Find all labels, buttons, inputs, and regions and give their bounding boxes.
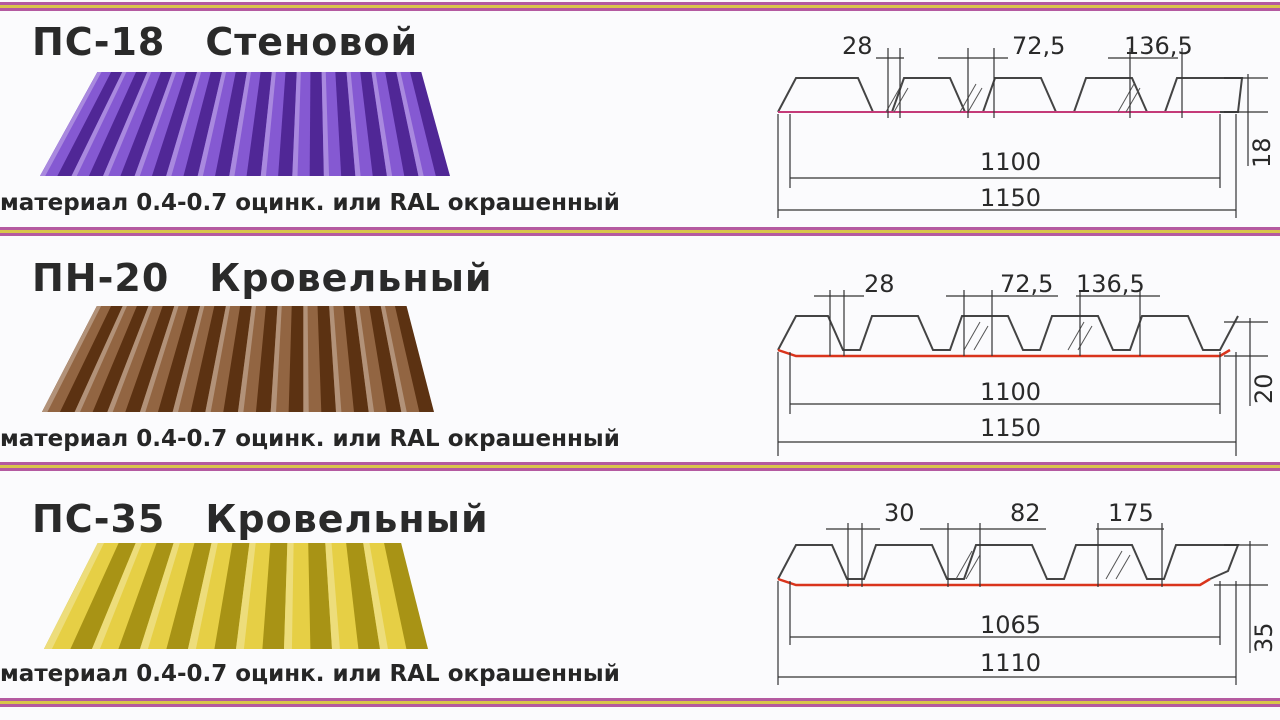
sheet-rib-highlight — [71, 72, 127, 176]
dim-useful-width: 1100 — [980, 148, 1041, 176]
profile-title: ПС-35 Кровельный — [32, 497, 489, 541]
profile-type: Стеновой — [205, 20, 419, 64]
profile-section-pn20: ПН-20 Кровельный материал 0.4-0.7 оцинк. … — [0, 236, 1280, 462]
sheet-rib-highlight — [166, 72, 202, 176]
dim-pitch: 175 — [1108, 499, 1154, 527]
dim-height: 20 — [1250, 373, 1278, 404]
profile-dimension-drawing: 28 72,5 136,5 1100 1150 20 — [777, 270, 1278, 456]
profile-title: ПН-20 Кровельный — [32, 256, 493, 300]
sheet-rib-highlight — [236, 543, 256, 649]
sheet-rib-highlight — [140, 306, 179, 412]
sheet-rib-highlight — [260, 72, 276, 176]
sheet-rib-highlight — [325, 543, 340, 649]
sheet-rib-highlight — [238, 306, 256, 412]
sheet-rib-highlight — [40, 72, 102, 176]
sheet-rib-highlight — [363, 543, 388, 649]
corrugated-sheet-image — [40, 72, 450, 176]
dim-step-mid: 82 — [1010, 499, 1041, 527]
sheet-rib-highlight — [205, 306, 231, 412]
sheet-rib-highlight — [303, 306, 309, 412]
dim-height: 18 — [1248, 137, 1276, 168]
dim-pitch: 136,5 — [1124, 32, 1193, 60]
divider-stripe — [0, 227, 1280, 236]
sheet-rib-highlight — [354, 306, 375, 412]
sheet-rib-highlight — [321, 72, 330, 176]
dim-height: 35 — [1250, 622, 1278, 653]
corrugated-sheet-image — [42, 306, 434, 412]
sheet-rib-highlight — [74, 306, 127, 412]
sheet-rib-highlight — [107, 306, 153, 412]
dim-total-width: 1110 — [980, 649, 1041, 677]
sheet-rib-highlight — [140, 543, 180, 649]
profile-dimension-drawing: 28 72,5 136,5 1100 1150 18 — [777, 32, 1276, 218]
dim-useful-width: 1065 — [980, 611, 1041, 639]
sheet-rib-highlight — [292, 72, 301, 176]
dim-pitch: 136,5 — [1076, 270, 1145, 298]
divider-stripe-bottom — [0, 698, 1280, 707]
dim-step-mid: 72,5 — [1012, 32, 1065, 60]
sheet-rib-highlight — [229, 72, 252, 176]
sheet-rib-highlight — [329, 306, 342, 412]
sheet-rib-highlight — [134, 72, 177, 176]
sheet-rib-highlight — [284, 543, 294, 649]
dim-step-mid: 72,5 — [1000, 270, 1053, 298]
sheet-rib-highlight — [197, 72, 227, 176]
dim-rib-top: 30 — [884, 499, 915, 527]
sheet-rib-highlight — [92, 543, 142, 649]
sheet-rib-highlight — [172, 306, 205, 412]
profile-section-ps18: ПС-18 Стеновой материал 0.4-0.7 оцинк. ил… — [0, 0, 1280, 227]
sheet-rib-highlight — [380, 306, 407, 412]
material-note: материал 0.4-0.7 оцинк. или RAL окрашенн… — [0, 190, 620, 216]
sheet-rib-highlight — [270, 306, 282, 412]
dim-useful-width: 1100 — [980, 378, 1041, 406]
profile-type: Кровельный — [205, 497, 489, 541]
sheet-rib-highlight — [44, 543, 105, 649]
divider-stripe — [0, 462, 1280, 471]
sheet-rib-highlight — [346, 72, 361, 176]
profile-code: ПН-20 — [32, 256, 170, 300]
profile-dimension-drawing: 30 82 175 1065 1110 35 — [777, 499, 1278, 685]
sheet-rib-highlight — [42, 306, 102, 412]
profile-section-ps35: ПС-35 Кровельный материал 0.4-0.7 оцинк. … — [0, 471, 1280, 698]
sheet-rib-highlight — [396, 72, 424, 176]
profile-code: ПС-18 — [32, 20, 166, 64]
divider-stripe-top — [0, 2, 1280, 11]
profile-title: ПС-18 Стеновой — [32, 20, 418, 64]
dim-total-width: 1150 — [980, 184, 1041, 212]
dim-rib-top: 28 — [864, 270, 895, 298]
dim-total-width: 1150 — [980, 414, 1041, 442]
sheet-rib-highlight — [188, 543, 218, 649]
sheet-rib-highlight — [103, 72, 152, 176]
material-note: материал 0.4-0.7 оцинк. или RAL окрашенн… — [0, 661, 620, 687]
dim-rib-top: 28 — [842, 32, 873, 60]
corrugated-sheet-image — [44, 543, 428, 649]
profile-code: ПС-35 — [32, 497, 166, 541]
material-note: материал 0.4-0.7 оцинк. или RAL окрашенн… — [0, 426, 620, 452]
profile-type: Кровельный — [209, 256, 493, 300]
sheet-rib-highlight — [371, 72, 393, 176]
